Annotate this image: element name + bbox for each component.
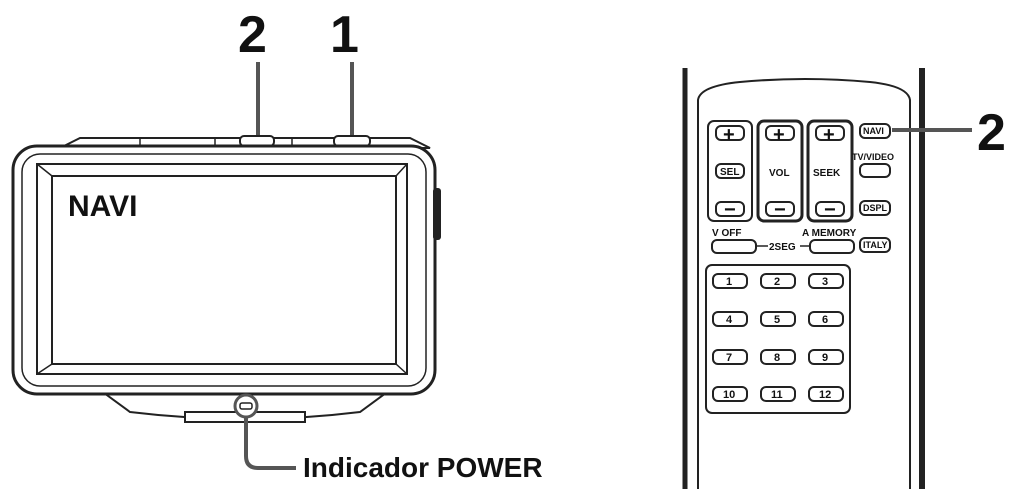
key-9-label: 9 — [822, 352, 828, 364]
seek-plus-symbol: + — [823, 124, 835, 146]
vol-group — [756, 119, 804, 223]
key-7-label: 7 — [726, 352, 732, 364]
key-2[interactable] — [760, 273, 796, 289]
v-off-button[interactable] — [711, 239, 757, 254]
key-3[interactable] — [808, 273, 844, 289]
number-pad — [705, 264, 851, 414]
callout-2-remote: 2 — [977, 104, 1006, 162]
vol-label: VOL — [769, 168, 790, 179]
sel-plus-button[interactable] — [715, 125, 745, 141]
key-5-label: 5 — [774, 314, 780, 326]
key-6-label: 6 — [822, 314, 828, 326]
key-9[interactable] — [808, 349, 844, 365]
vol-minus-button[interactable] — [765, 201, 795, 217]
sel-minus-button[interactable] — [715, 201, 745, 217]
navi-button[interactable] — [859, 123, 891, 139]
side-knob[interactable] — [433, 188, 441, 240]
key-3-label: 3 — [822, 276, 828, 288]
key-1-label: 1 — [726, 276, 732, 288]
italy-button[interactable] — [859, 237, 891, 253]
callout-1-device: 1 — [330, 6, 359, 64]
key-8-label: 8 — [774, 352, 780, 364]
italy-label: ITALY — [863, 240, 888, 250]
remote-face-outline — [697, 78, 911, 489]
key-11[interactable] — [760, 386, 796, 402]
callout-2-device: 2 — [238, 6, 267, 64]
key-8[interactable] — [760, 349, 796, 365]
screen — [51, 175, 397, 365]
number-keys: 1 2 3 4 5 6 7 8 9 10 11 12 — [712, 273, 844, 402]
key-7[interactable] — [712, 349, 748, 365]
vol-plus-symbol: + — [773, 124, 785, 146]
power-indicator-leader — [244, 417, 296, 470]
v-off-label: V OFF — [712, 228, 741, 239]
key-4-label: 4 — [726, 314, 733, 326]
remote-control: 2 + SEL − + VOL − + SEEK − NAVI TV/VIDEO… — [682, 68, 1006, 489]
dspl-label: DSPL — [863, 203, 888, 213]
a-memory-button[interactable] — [809, 239, 855, 254]
key-4[interactable] — [712, 311, 748, 327]
sel-label: SEL — [720, 167, 739, 178]
sel-button[interactable] — [715, 163, 745, 179]
key-6[interactable] — [808, 311, 844, 327]
tv-video-label: TV/VIDEO — [852, 152, 894, 162]
key-12-label: 12 — [819, 389, 831, 401]
key-10-label: 10 — [723, 389, 735, 401]
vol-minus-symbol: − — [774, 199, 786, 221]
vol-plus-button[interactable] — [765, 125, 795, 141]
sel-minus-symbol: − — [724, 199, 736, 221]
key-2-label: 2 — [774, 276, 780, 288]
power-indicator-led — [239, 402, 253, 410]
seek-plus-button[interactable] — [815, 125, 845, 141]
screen-navi-text: NAVI — [68, 190, 137, 223]
navi-label: NAVI — [863, 126, 884, 136]
seek-minus-symbol: − — [824, 199, 836, 221]
key-5[interactable] — [760, 311, 796, 327]
2seg-label: 2SEG — [769, 242, 796, 253]
seek-group — [806, 119, 854, 223]
tv-video-button[interactable] — [859, 163, 891, 178]
key-12[interactable] — [808, 386, 844, 402]
navigation-unit: 2 1 NAVI Indicador POWER — [11, 6, 543, 483]
key-11-label: 11 — [771, 389, 783, 401]
dspl-button[interactable] — [859, 200, 891, 216]
power-indicator-label: Indicador POWER — [303, 452, 543, 483]
unit-body-inner-edge — [21, 153, 427, 387]
seek-label: SEEK — [813, 168, 841, 179]
seek-minus-button[interactable] — [815, 201, 845, 217]
key-10[interactable] — [712, 386, 748, 402]
sel-plus-symbol: + — [723, 124, 735, 146]
key-1[interactable] — [712, 273, 748, 289]
a-memory-label: A MEMORY — [802, 228, 857, 239]
